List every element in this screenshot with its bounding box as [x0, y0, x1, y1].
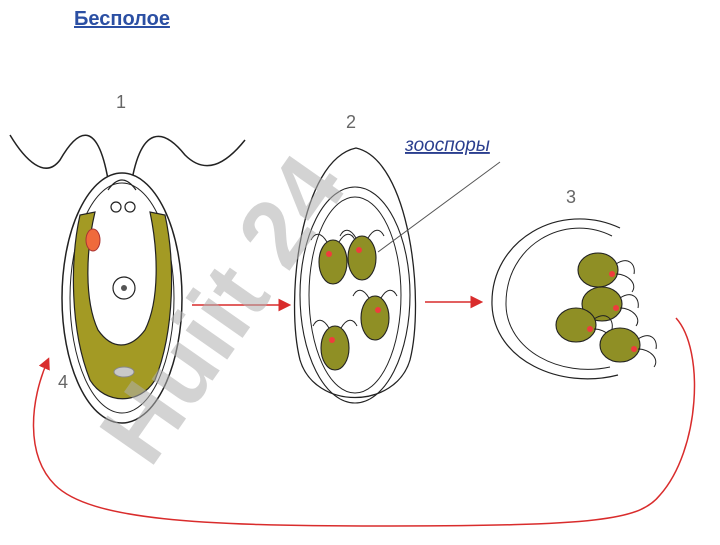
- arrow-stage3-to-1: [32, 317, 696, 527]
- stage-label-2: 2: [346, 112, 356, 132]
- stage-label-1: 1: [116, 92, 126, 112]
- stigma-icon: [85, 228, 101, 252]
- zoospore: [312, 319, 358, 371]
- zoospores-pointer: [377, 161, 501, 253]
- stage-label-3: 3: [566, 187, 576, 207]
- zoospore: [581, 286, 639, 327]
- zoospores-label: зооспоры: [404, 135, 490, 156]
- sporangium: [293, 147, 417, 404]
- zoospore: [577, 252, 635, 293]
- zoospore: [352, 289, 398, 341]
- released-zoospores: [491, 218, 657, 380]
- zoospore: [310, 233, 356, 285]
- stage-label-4: 4: [58, 372, 68, 392]
- flagellum-right: [129, 135, 246, 193]
- diagram-title: Бесполое: [74, 8, 170, 30]
- flagellum-left: [9, 134, 111, 193]
- chloroplast: [72, 211, 173, 400]
- zoospore: [599, 327, 657, 368]
- zoospore: [339, 229, 385, 281]
- adult-cell: [9, 134, 246, 424]
